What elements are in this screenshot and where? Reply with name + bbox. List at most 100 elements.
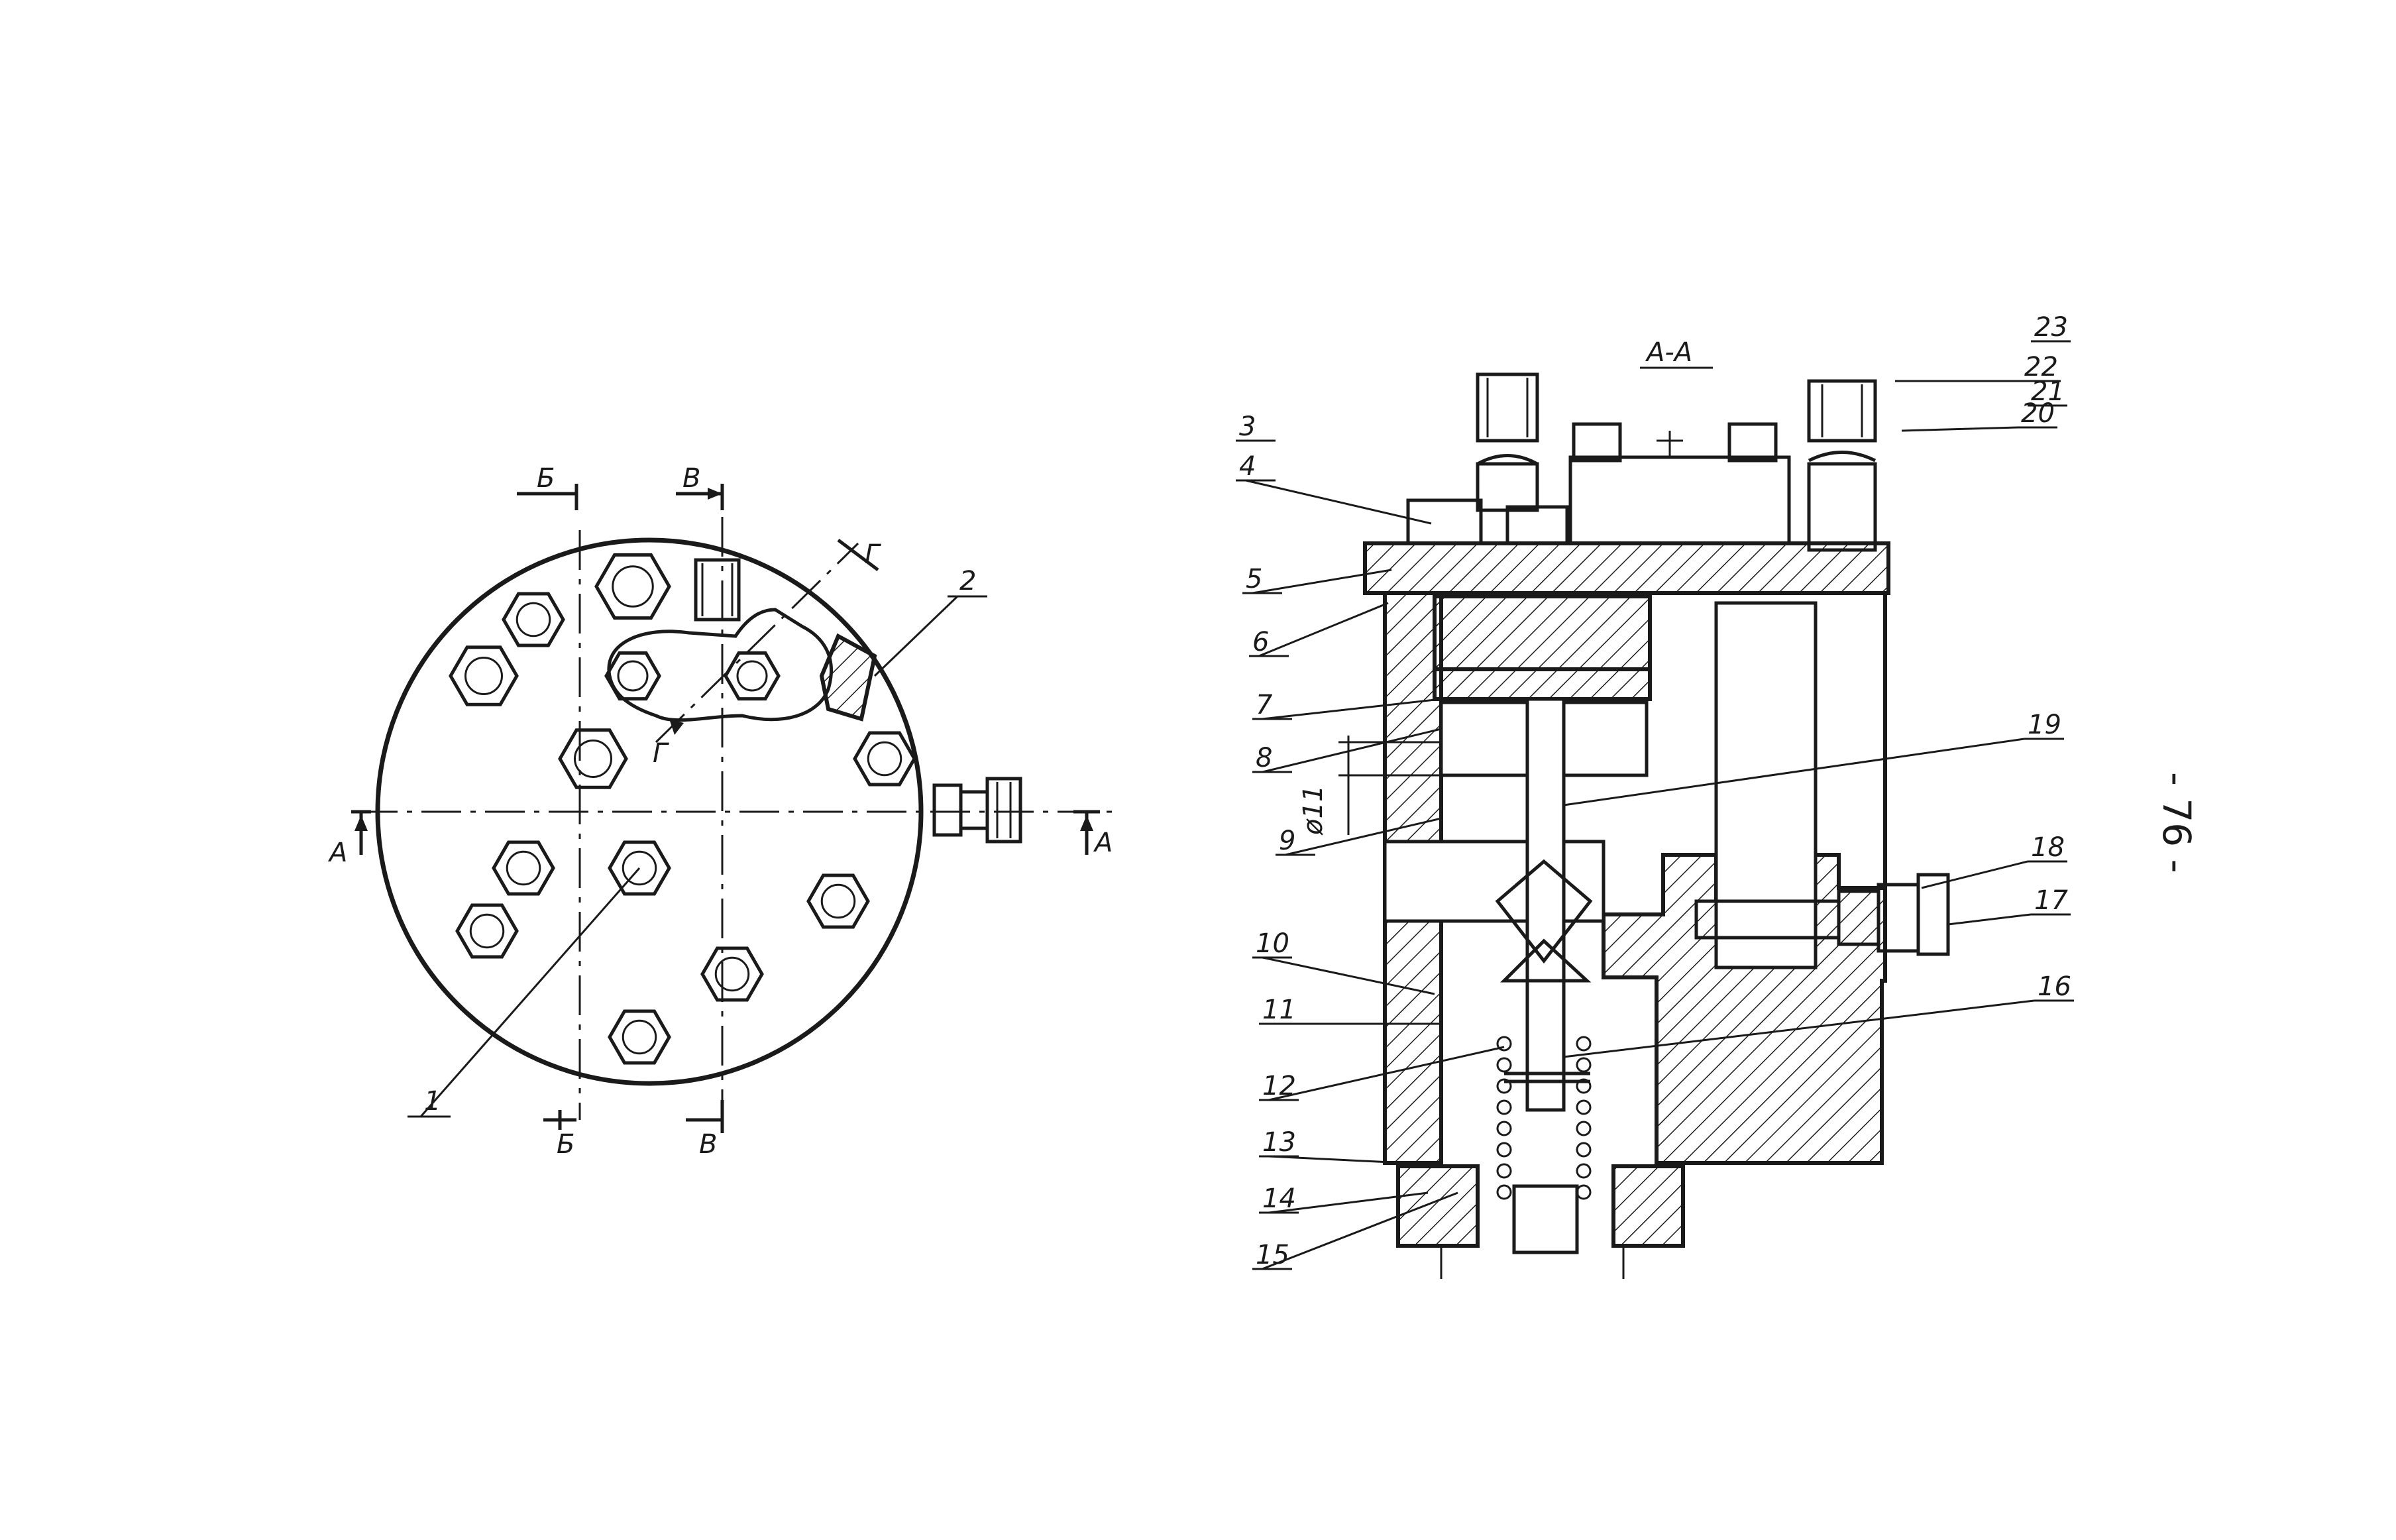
spring-coil <box>1576 1099 1592 1115</box>
spring-coil <box>1576 1057 1592 1073</box>
svg-text:1: 1 <box>424 1086 441 1117</box>
spring-coil <box>1576 1163 1592 1179</box>
bolt-head <box>700 946 764 1002</box>
bolt-washer <box>506 850 541 886</box>
spring-coil <box>1576 1121 1592 1136</box>
valve-body <box>1385 591 1887 1165</box>
callout-c18: 18 <box>2031 832 2065 863</box>
leader-line-c17 <box>1947 913 2032 926</box>
spring-coil <box>1496 1121 1512 1136</box>
callout-c7: 7 <box>1256 690 1273 720</box>
callout-c9: 9 <box>1279 826 1295 856</box>
bolt-washer <box>612 565 654 608</box>
spring-coil <box>1496 1057 1512 1073</box>
bolt-washer <box>574 740 612 778</box>
section-view-a-a: А-А <box>1236 312 2074 1279</box>
bolt-head <box>502 592 565 647</box>
label-v-bottom: В <box>699 1129 717 1160</box>
callout-c3: 3 <box>1239 412 1256 442</box>
bolt-head <box>449 645 519 706</box>
bolt-washer <box>714 956 750 992</box>
bottom-plug <box>1396 1164 1480 1248</box>
upper-studs <box>1476 372 1877 552</box>
breakout-section <box>819 633 877 722</box>
callout-c5: 5 <box>1246 564 1262 594</box>
section-mark-b-bottom: Б <box>543 1110 576 1160</box>
leader-line-c8 <box>1262 728 1442 773</box>
page-number: - 76 - <box>2154 772 2199 873</box>
plan-view: Б В Б В А А <box>327 463 1113 1160</box>
leader-line-c18 <box>1921 860 2028 889</box>
piston-block <box>1433 594 1652 671</box>
leader-line-c12 <box>1268 1046 1505 1101</box>
bolt-head <box>594 553 671 620</box>
spring-coil <box>1496 1099 1512 1115</box>
section-mark-b-top: Б <box>517 463 578 510</box>
callout-c10: 10 <box>1256 928 1289 959</box>
section-title: А-А <box>1645 337 1692 368</box>
callout-c20: 20 <box>2021 398 2055 429</box>
bolt-head <box>492 840 555 896</box>
top-cover-plate <box>1363 541 1890 595</box>
bolt-washer <box>469 913 505 949</box>
leader-line-c15 <box>1262 1191 1458 1270</box>
label-a-left: А <box>327 838 347 868</box>
bolt-head <box>608 1009 671 1065</box>
bolt-washer <box>622 1019 657 1055</box>
section-mark-v-top: В <box>676 463 724 510</box>
callout-c23: 23 <box>2034 312 2068 343</box>
section-mark-a-right: А <box>1073 810 1113 858</box>
bolt-head <box>724 651 781 701</box>
leader-line-c13 <box>1268 1155 1405 1164</box>
spring-coil <box>1496 1078 1512 1094</box>
callout-c22: 22 <box>2024 352 2058 382</box>
label-a-right: А <box>1093 828 1113 858</box>
callout-2: 2 <box>873 566 987 677</box>
callout-c15: 15 <box>1256 1240 1289 1270</box>
bolt-washer <box>820 883 856 919</box>
leader-line-c16 <box>1563 999 2035 1058</box>
callout-c11: 11 <box>1262 995 1296 1025</box>
spring-coil <box>1576 1184 1592 1200</box>
dimension-label: ø11 <box>1298 785 1329 836</box>
upper-bridge <box>1568 455 1791 545</box>
section-mark-v-bottom: В <box>686 1100 724 1160</box>
callout-1: 1 <box>408 867 641 1118</box>
label-b-top: Б <box>537 463 555 494</box>
leader-line-c9 <box>1285 817 1442 856</box>
bolt-head <box>853 731 916 787</box>
bolt-washer <box>516 602 551 637</box>
label-v-top: В <box>682 463 700 494</box>
spring-coil <box>1576 1036 1592 1052</box>
leader-line-c10 <box>1262 956 1435 995</box>
callout-c4: 4 <box>1239 451 1256 482</box>
bolt-washer <box>867 741 902 777</box>
label-b-bottom: Б <box>557 1129 574 1160</box>
callout-c13: 13 <box>1262 1127 1296 1158</box>
bolt-head <box>604 651 661 701</box>
callout-c12: 12 <box>1262 1071 1296 1101</box>
callout-c6: 6 <box>1252 627 1269 657</box>
bolt-head <box>558 728 628 789</box>
dimension-d11: ø11 <box>1298 736 1441 836</box>
callout-c16: 16 <box>2038 971 2071 1002</box>
leader-line-c5 <box>1252 569 1392 594</box>
label-g-mid: Г <box>653 738 669 769</box>
callout-c8: 8 <box>1256 743 1272 773</box>
valve-stem <box>1525 697 1566 1112</box>
side-bolt <box>1694 873 1950 956</box>
spring-coil <box>1576 1142 1592 1158</box>
poppet <box>1495 859 1593 964</box>
section-mark-a-left: А <box>327 810 371 868</box>
bolt-washer <box>617 660 649 692</box>
centerline-g <box>655 542 859 743</box>
leader-line-c6 <box>1258 602 1389 657</box>
svg-text:2: 2 <box>959 566 976 596</box>
leader-line-c19 <box>1563 738 2025 806</box>
spring-coil <box>1496 1142 1512 1158</box>
bolt-head <box>608 840 671 896</box>
spring-coil <box>1496 1184 1512 1200</box>
bolt-washer <box>464 657 503 695</box>
